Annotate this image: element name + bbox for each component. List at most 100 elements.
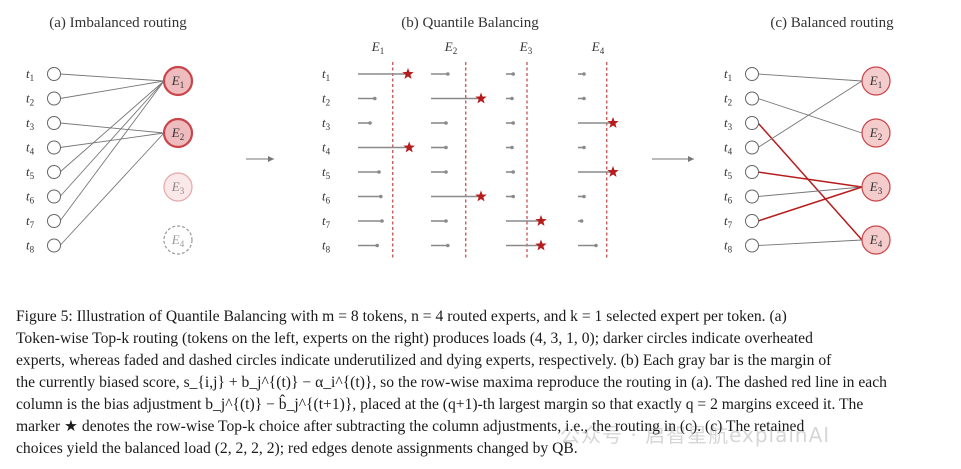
panel-a-token-node-t4 [47,140,61,155]
panel-a-token-node-t2 [47,91,61,106]
panel-a-edge-t5-e1 [59,80,165,173]
panel-b-row-label-t3: t3 [322,115,331,132]
panel-b-topk-marker-t1 [402,68,414,79]
panel-a-token-node-t6 [47,189,61,204]
panel-b-column-header-E4: E4 [591,39,605,56]
panel-b-margin-end-t6-E1 [379,194,383,199]
panel-b-topk-marker-t5 [607,166,619,177]
panel-b-margin-end-t2-E1 [373,96,377,101]
panel-c-token-node-t2 [745,91,759,106]
panel-c-edge-t4-e1 [757,80,863,148]
panel-c-expert-node-E2 [861,118,891,148]
panel-c-expert-label-E3: E3 [869,179,883,196]
panel-b-margin-end-t4-E4 [582,145,586,150]
panel-b-margin-end-t7-E4 [579,219,584,223]
panel-c-expert-node-E1 [861,66,891,96]
panel-c-token-label-t5: t5 [724,164,733,181]
panel-b-margin-end-t6-E4 [582,194,586,199]
panel-b-row-label-t8: t8 [322,238,331,255]
panel-b-row-label-t4: t4 [322,140,331,157]
panel-a-expert-node-E2 [162,117,194,149]
panel-b-row-label-t2: t2 [322,91,330,108]
panel-c-token-label-t3: t3 [724,115,733,132]
caption-line-3: experts, whereas faded and dashed circle… [16,352,832,369]
panel-b-margin-end-t5-E3 [511,170,515,174]
panel-c-expert-node-E3 [861,172,891,202]
panel-a-expert-label-E2: E2 [171,125,184,142]
panel-b-column-header-E2: E2 [444,39,457,56]
caption-line-5: column is the bias adjustment b_j^{(t)} … [16,396,864,413]
panel-b-margin-end-t7-E1 [380,219,384,223]
panel-b-margin-end-t4-E2 [444,145,448,150]
panel-c-token-label-t7: t7 [724,213,733,230]
panel-a-token-node-t7 [47,214,61,228]
panel-b-margin-end-t5-E2 [444,170,448,174]
panel-a-edge-t6-e1 [59,80,165,197]
panel-a-edge-t3-e2 [59,122,165,134]
panel-a-token-label-t8: t8 [26,238,35,255]
panel-c-token-node-t6 [745,189,759,204]
panel-c-token-node-t3 [745,116,759,130]
panel-a-token-label-t5: t5 [26,164,35,181]
panel-b-margin-end-t2-E4 [582,96,586,101]
panel-b-topk-marker-t2 [475,92,487,104]
panel-c-token-label-t2: t2 [724,91,732,108]
transition-arrowhead-1 [268,156,274,162]
panel-b-title: (b) Quantile Balancing [401,15,539,31]
panel-c-token-node-t1 [745,67,759,81]
caption-line-6: marker ★ denotes the row-wise Top-k choi… [16,418,805,435]
panel-b-margin-end-t4-E3 [510,145,514,150]
panel-a-edge-t2-e1 [59,80,165,99]
caption-line-2: Token-wise Top-k routing (tokens on the … [16,330,813,347]
panel-b-row-label-t7: t7 [322,213,331,230]
panel-c-token-node-t5 [745,165,759,179]
panel-c-edge-t1-e1 [757,73,863,82]
panel-a-edge-t8-e2 [59,132,165,246]
panel-b-margin-end-t3-E2 [444,121,448,125]
caption-line-7: choices yield the balanced load (2, 2, 2… [16,440,578,457]
panel-c-edge-t5-e3 [757,171,863,188]
panel-b-topk-marker-t6 [475,190,487,202]
panel-b-row-label-t6: t6 [322,189,331,206]
panel-b-margin-end-t1-E3 [511,72,515,76]
panel-a-expert-label-E1: E1 [171,73,184,90]
panel-a-token-label-t2: t2 [26,91,34,108]
panel-b-margin-end-t5-E1 [377,170,381,174]
panel-b-margin-end-t1-E4 [582,72,586,76]
panel-b-margin-end-t8-E2 [446,243,450,248]
panel-a-token-label-t1: t1 [26,66,34,83]
panel-b-row-label-t1: t1 [322,66,330,83]
panel-a-token-label-t6: t6 [26,189,35,206]
panel-c-token-label-t4: t4 [724,140,733,157]
transition-arrows [246,156,694,162]
panel-b-margin-end-t7-E2 [444,219,448,223]
panel-c-expert-node-E4 [861,225,891,255]
panel-a-edge-t1-e1 [59,73,165,82]
panel-c-token-node-t7 [745,214,759,228]
panel-b-column-header-E1: E1 [371,39,384,56]
panel-a-expert-node-E1 [162,65,194,97]
panel-b-margin-end-t8-E1 [375,243,380,248]
figure-caption: Figure 5: Illustration of Quantile Balan… [16,306,954,460]
panel-c-edge-t7-e3 [757,186,863,222]
panel-b-margin-end-t3-E1 [368,121,372,125]
panel-b-topk-marker-t4 [403,141,415,153]
caption-line-4: the currently biased score, s_{i,j} + b_… [16,374,887,391]
panel-a-token-label-t4: t4 [26,140,35,157]
transition-arrowhead-2 [688,156,694,162]
panel-a-expert-label-E3: E3 [171,179,185,196]
panel-b-topk-marker-t3 [607,117,619,128]
panel-c-token-label-t1: t1 [724,66,732,83]
panel-b-topk-marker-t8 [535,239,547,251]
panel-a-token-node-t8 [47,238,61,253]
panel-c-expert-label-E2: E2 [869,125,882,142]
panel-b-row-label-t5: t5 [322,164,331,181]
panel-a-expert-label-E4: E4 [171,232,185,249]
panel-c-edge-t3-e4 [757,122,863,241]
panel-a-token-label-t7: t7 [26,213,35,230]
panel-b-margin-end-t2-E3 [510,96,514,101]
panel-a-edge-t7-e1 [59,80,165,222]
